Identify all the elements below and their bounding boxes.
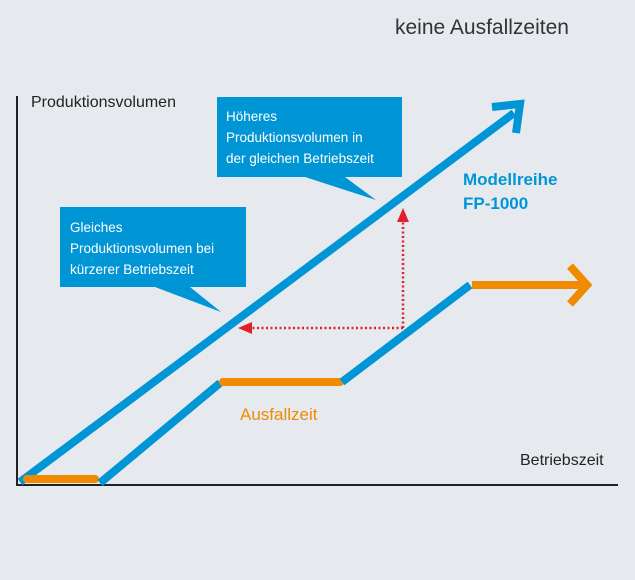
series-label-line: Modellreihe [463,170,558,189]
conventional-line [23,263,593,487]
x-axis-label: Betriebszeit [520,452,604,469]
fp1000-line [17,99,525,486]
callout-line: Produktionsvolumen in [226,130,363,145]
red-dotted-arrows [238,208,409,334]
callout-line: Höheres [226,109,278,124]
downtime-label: Ausfallzeit [240,405,318,424]
callout-higher-text: Höheres Produktionsvolumen in der gleich… [226,106,374,169]
diagram-title: keine Ausfallzeiten [395,16,569,39]
callout-higher-box [217,97,402,200]
callout-line: Produktionsvolumen bei [70,241,215,256]
callout-same-box [60,207,246,312]
callout-line: kürzerer Betriebszeit [70,262,194,277]
series-label: Modellreihe FP-1000 [463,168,557,216]
callout-line: Gleiches [70,220,123,235]
callout-line: der gleichen Betriebszeit [226,151,374,166]
callout-same-text: Gleiches Produktionsvolumen bei kürzerer… [70,217,214,280]
y-axis-label: Produktionsvolumen [31,94,176,111]
series-label-line: FP-1000 [463,194,529,213]
